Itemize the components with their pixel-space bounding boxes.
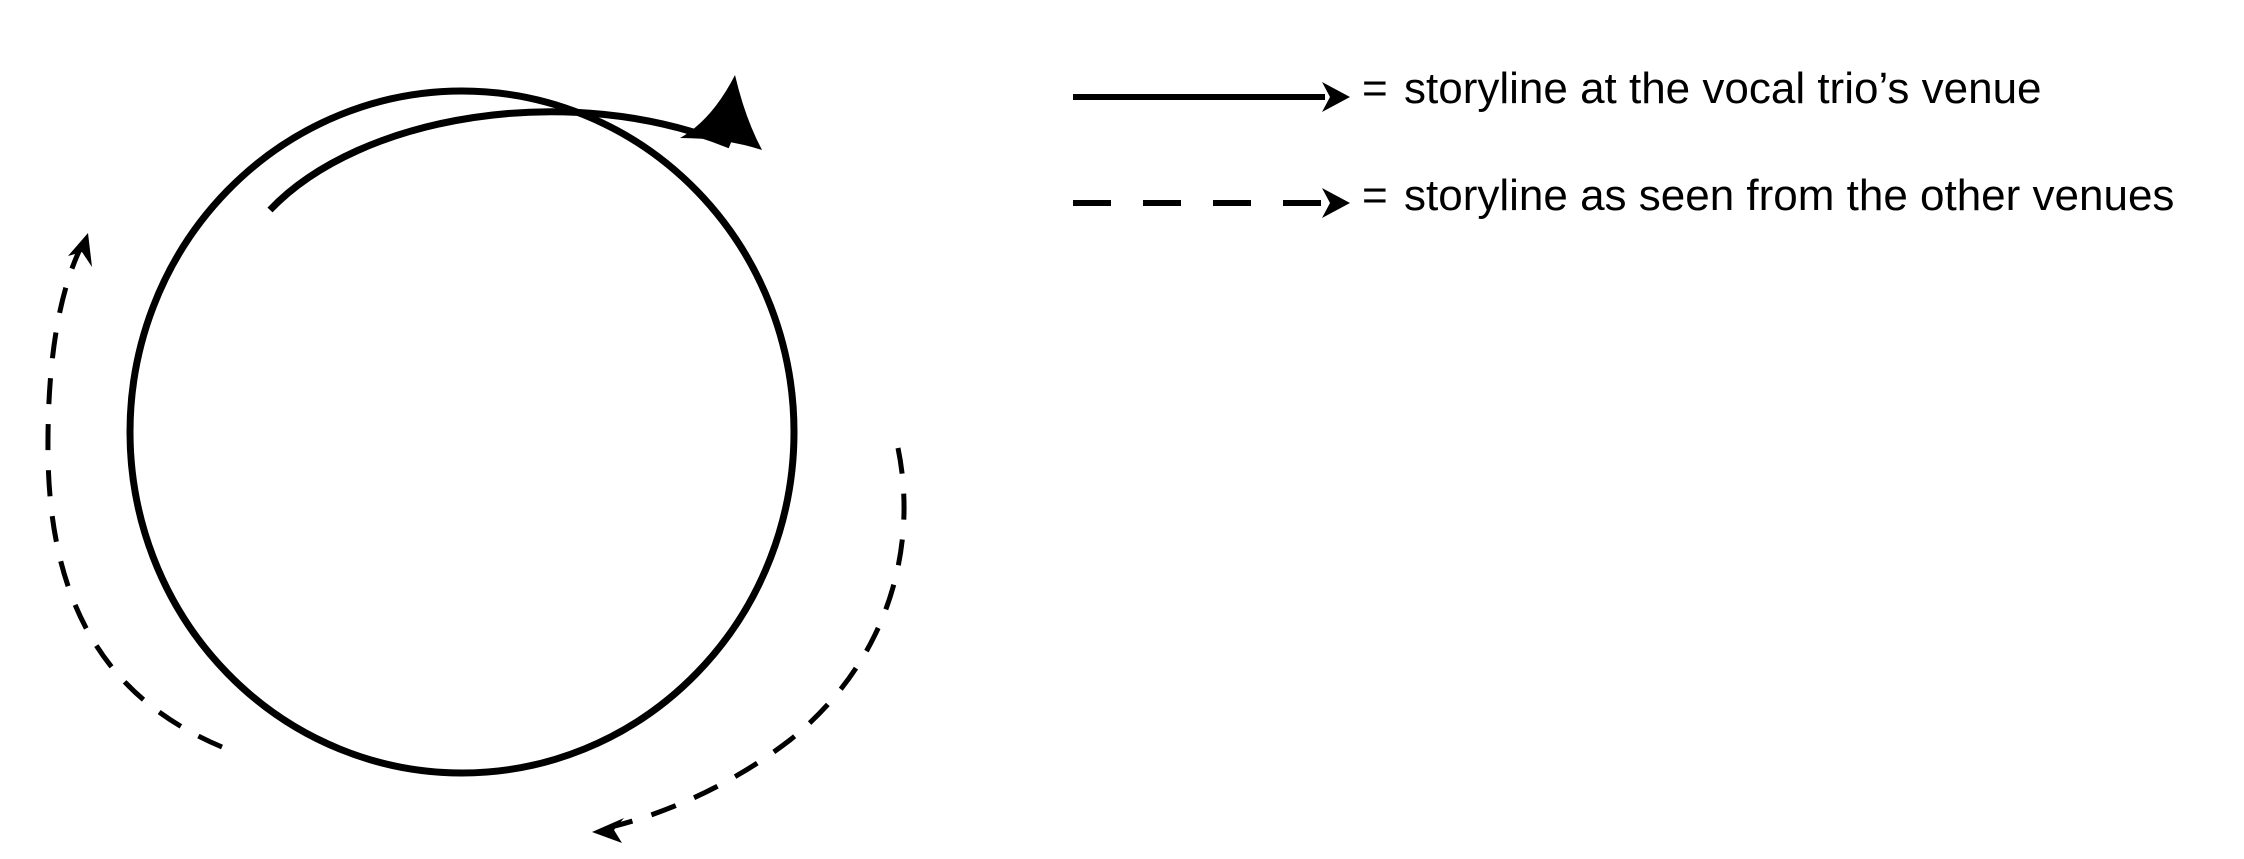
legend-dashed-symbol: = — [1362, 171, 1388, 220]
dashed-right-arrowhead — [592, 818, 624, 843]
solid-arc-arrowhead — [680, 75, 762, 150]
legend-dashed-label: storyline as seen from the other venues — [1404, 171, 2174, 220]
dashed-storyline-arc-right — [614, 447, 907, 829]
main-circle — [126, 87, 798, 777]
legend-solid: = storyline at the vocal trio’s venue — [1073, 64, 2042, 113]
legend-solid-symbol: = — [1362, 64, 1388, 113]
solid-storyline-arc — [267, 108, 732, 213]
legend-dashed-arrowhead — [1322, 188, 1350, 218]
dashed-left-arrowhead — [68, 233, 92, 267]
legend-solid-arrowhead — [1322, 82, 1350, 112]
dashed-storyline-arc-left — [45, 243, 223, 750]
legend-solid-label: storyline at the vocal trio’s venue — [1404, 64, 2042, 113]
legend-dashed: = storyline as seen from the other venue… — [1073, 171, 2174, 220]
